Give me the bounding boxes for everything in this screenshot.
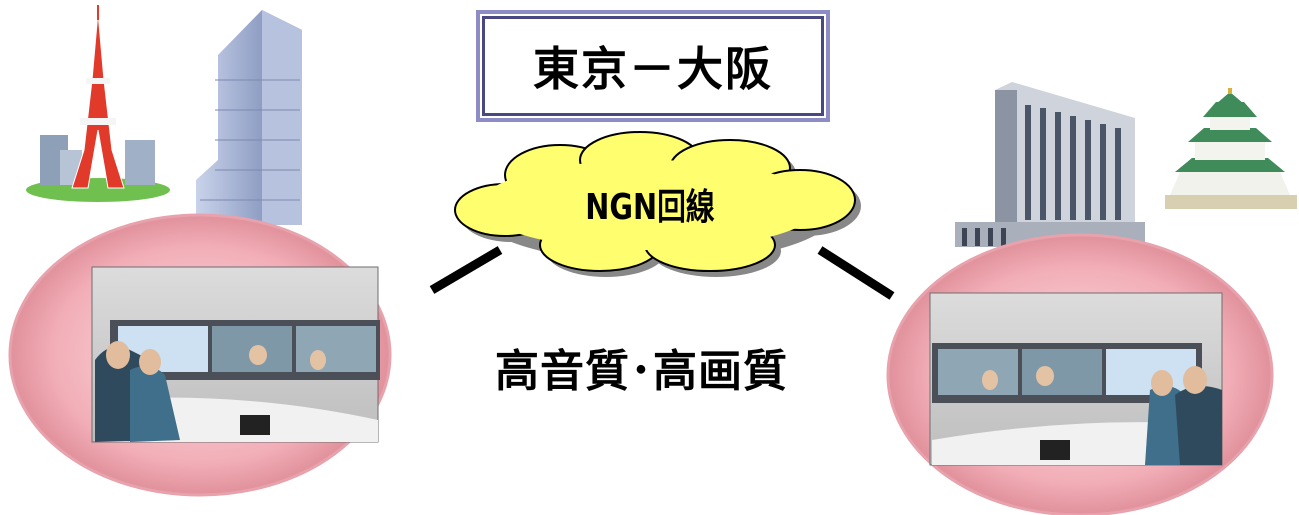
connection-line-left <box>429 246 503 294</box>
title-box: 東京－大阪 <box>482 16 824 116</box>
osaka-building-icon <box>955 82 1145 247</box>
osaka-castle-icon <box>1165 88 1297 209</box>
osaka-conference-room <box>886 233 1274 515</box>
tokyo-tower-icon <box>26 5 170 202</box>
connection-line-right <box>817 246 895 300</box>
network-label: NGN回線 <box>585 187 715 228</box>
tokyo-conference-room <box>8 213 392 497</box>
quality-label: 高音質･高画質 <box>495 346 788 397</box>
tokyo-skyscraper-icon <box>196 10 302 225</box>
title-text: 東京－大阪 <box>533 42 773 96</box>
cloud-shape <box>454 131 861 277</box>
